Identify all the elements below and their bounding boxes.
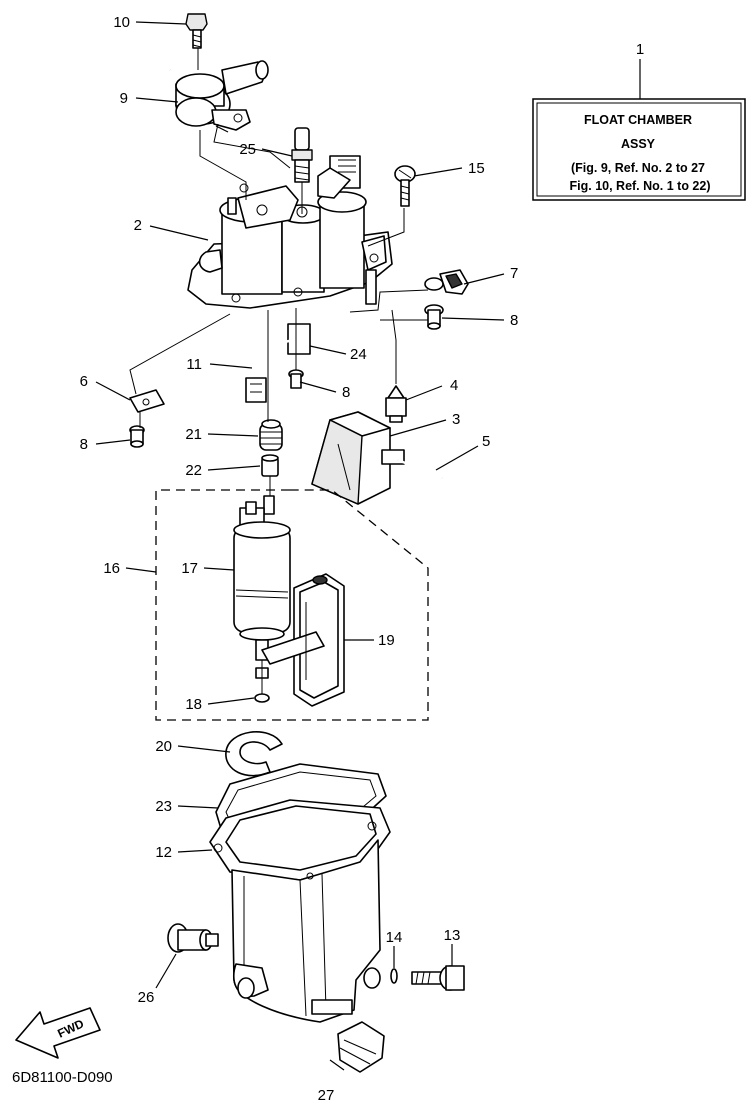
callout-20: 20: [155, 738, 172, 755]
part-2-cover: [187, 155, 393, 309]
part-9-regulator: [169, 60, 269, 133]
part-13-screw: [411, 965, 465, 991]
part-8-screw-center: [288, 369, 304, 389]
part-12-float-chamber: [209, 799, 391, 1023]
callout-8-right: 8: [510, 312, 518, 329]
part-8-screw-right: [424, 304, 444, 330]
forward-direction-arrow: FWD: [15, 1007, 101, 1059]
part-7-clip: [424, 269, 469, 295]
title-box-line3: (Fig. 9, Ref. No. 2 to 27: [571, 161, 705, 175]
assembly-title-box: FLOAT CHAMBER ASSY (Fig. 9, Ref. No. 2 t…: [532, 98, 746, 201]
callout-16: 16: [103, 560, 120, 577]
callout-1: 1: [636, 41, 644, 58]
diagram-code: 6D81100-D090: [12, 1069, 113, 1086]
callout-12: 12: [155, 844, 172, 861]
callout-leaders: [95, 21, 505, 1071]
part-10-bolt: [185, 13, 208, 49]
part-26-plug: [167, 923, 219, 953]
callout-8-left: 8: [80, 436, 88, 453]
callout-24: 24: [350, 346, 367, 363]
callout-numbers: 1 2 3 4 5 6 7 8 8 8 9 10 11 12 13 14 15 …: [80, 14, 645, 1104]
part-20-snap-ring: [225, 731, 283, 777]
callout-7: 7: [510, 265, 518, 282]
part-3-float: [311, 411, 405, 505]
callout-10: 10: [113, 14, 130, 31]
callout-3: 3: [452, 411, 460, 428]
callout-19: 19: [378, 632, 395, 649]
part-5-float-pin: [397, 458, 443, 480]
callout-8-center: 8: [342, 384, 350, 401]
title-box-line2: ASSY: [621, 137, 656, 151]
part-21-grommet: [259, 419, 283, 451]
callout-27: 27: [318, 1087, 335, 1104]
callout-21: 21: [185, 426, 202, 443]
part-8-screw-left: [129, 425, 145, 448]
title-box-line4: Fig. 10, Ref. No. 1 to 22): [570, 179, 711, 193]
callout-5: 5: [482, 433, 490, 450]
callout-9: 9: [120, 90, 128, 107]
part-27-drain-plug: [337, 1021, 385, 1073]
assembly-guide-lines: [129, 48, 429, 694]
callout-22: 22: [185, 462, 202, 479]
part-24-hose: [287, 300, 352, 355]
part-22-collar: [261, 454, 279, 477]
part-14-o-ring: [390, 968, 398, 984]
callout-13: 13: [444, 927, 461, 944]
part-11-wire-lead: [245, 338, 297, 403]
callout-4: 4: [450, 377, 458, 394]
part-15-screw: [394, 165, 416, 207]
callout-17: 17: [181, 560, 198, 577]
callout-18: 18: [185, 696, 202, 713]
callout-11: 11: [186, 356, 202, 373]
part-25-sensor: [291, 127, 313, 183]
part-6-clamp-plate: [129, 389, 165, 413]
callout-2: 2: [134, 217, 142, 234]
part-19-filter: [261, 573, 345, 707]
part-17-fuel-pump: [233, 495, 291, 661]
callout-15: 15: [468, 160, 485, 177]
title-box-line1: FLOAT CHAMBER: [584, 113, 692, 127]
callout-6: 6: [80, 373, 88, 390]
callout-25: 25: [239, 141, 256, 158]
callout-23: 23: [155, 798, 172, 815]
callout-14: 14: [386, 929, 403, 946]
part-16-group-outline: [155, 489, 429, 721]
part-4-needle-valve: [385, 385, 407, 423]
callout-26: 26: [138, 989, 155, 1006]
